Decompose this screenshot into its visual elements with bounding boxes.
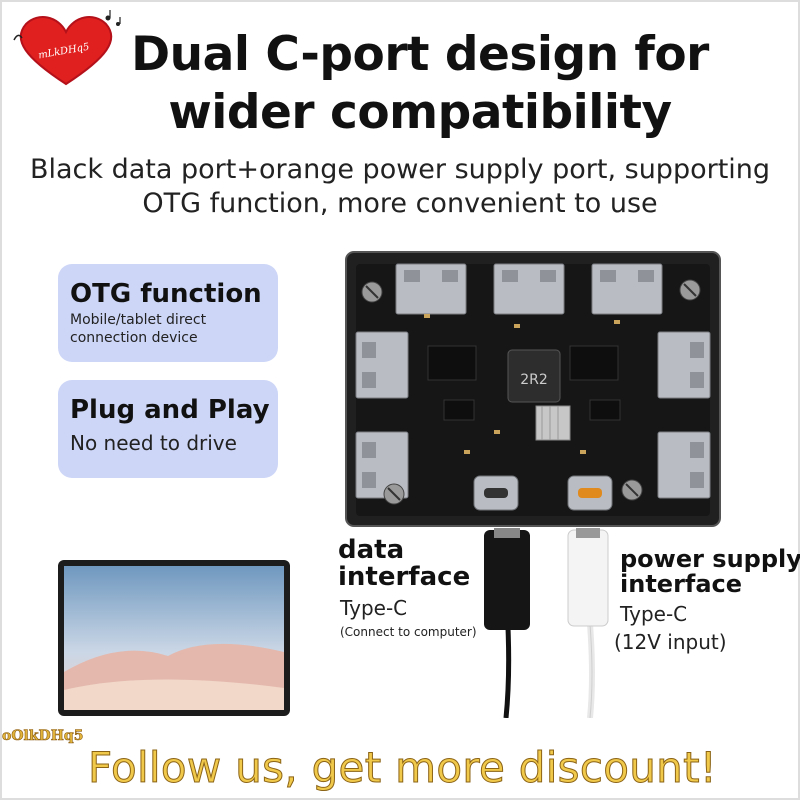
power-interface-title-line-2: interface <box>620 570 743 598</box>
feature-desc: No need to drive <box>70 431 237 455</box>
feature-title: OTG function <box>70 279 262 309</box>
data-interface-note: (Connect to computer) <box>340 625 477 639</box>
page-subtitle: Black data port+orange power supply port… <box>0 153 800 221</box>
title-line-1: Dual C-port design for <box>131 27 709 82</box>
title-line-2: wider compatibility <box>168 85 672 140</box>
feature-card-plug-and-play: Plug and Play No need to drive <box>58 380 278 478</box>
subtitle-line-2: OTG function, more convenient to use <box>142 188 658 219</box>
heart-icon <box>13 10 121 86</box>
watermark-text: oOlkDHq5 <box>2 728 84 745</box>
brand-logo: mLkDHq5 <box>8 10 124 88</box>
feature-desc-line-1: Mobile/tablet direct <box>70 312 207 328</box>
cables-image <box>470 528 610 719</box>
usb-hub-board-image: 2R2 <box>344 250 722 528</box>
page-title: Dual C-port design for wider compatibili… <box>60 26 780 142</box>
power-interface-type: Type-C <box>620 602 688 626</box>
data-interface-title-line-1: data <box>338 535 405 565</box>
promo-banner: Follow us, get more discount! <box>88 743 718 793</box>
subtitle-line-1: Black data port+orange power supply port… <box>29 154 771 185</box>
feature-card-otg: OTG function Mobile/tablet direct connec… <box>58 264 278 362</box>
feature-desc-line-2: connection device <box>70 330 198 346</box>
data-interface-title-line-2: interface <box>338 562 471 592</box>
power-interface-note: (12V input) <box>614 630 727 654</box>
feature-title: Plug and Play <box>70 395 270 425</box>
power-interface-title-line-1: power supply <box>620 545 800 573</box>
inductor-label: 2R2 <box>520 372 548 388</box>
data-interface-type: Type-C <box>340 596 408 620</box>
laptop-image <box>58 560 290 720</box>
